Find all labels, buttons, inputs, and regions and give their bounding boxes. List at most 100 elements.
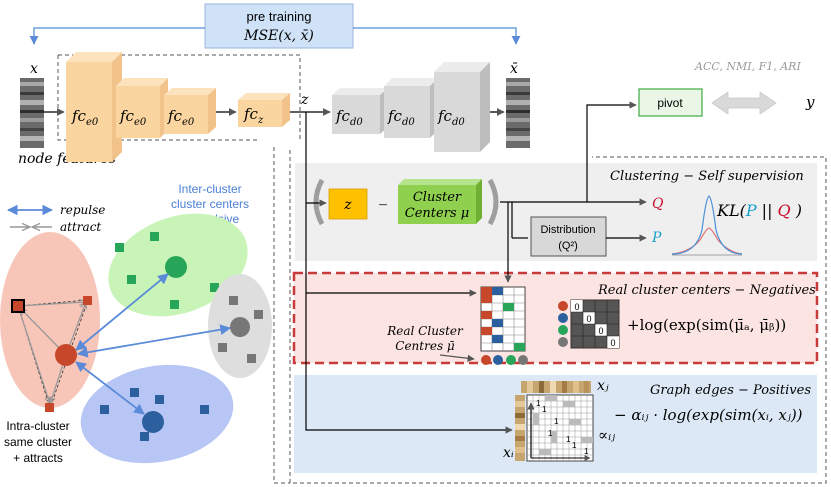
q-label: Q (652, 196, 664, 212)
svg-text:fcd0: fcd0 (335, 107, 363, 128)
clustering-minus: − (378, 197, 387, 214)
clustering-title: Clustering − Self supervision (610, 169, 804, 184)
output-xbar-label: x̄ (510, 61, 518, 77)
decoder-layer-3-sub: d0 (452, 117, 465, 128)
encoder-layer-1: fce0 (66, 52, 122, 162)
right-dashed-frame (289, 150, 827, 484)
blue-cluster (80, 364, 234, 464)
legend: repulse attract (6, 203, 105, 234)
encoder-layer-2: fce0 (116, 78, 168, 138)
pretraining-title: pre training (246, 9, 311, 24)
p-label: P (651, 230, 662, 246)
negatives-formula: +log(exp(sim(μ̄ₐ, μ̄ᵦ)) (627, 316, 786, 334)
decoder-layer-2-sub: d0 (402, 117, 415, 128)
encoder-layer-3: fce0 (164, 88, 216, 134)
intra-cluster-line1: Intra-cluster (6, 419, 69, 433)
real-centres-matrix (480, 286, 528, 365)
pivot-box (638, 88, 703, 117)
encoder-layer-z-base: fc (243, 105, 259, 123)
adjacency-matrix: 1 1 1 1 1 1 1 (526, 394, 594, 462)
one-4: 1 (548, 429, 553, 438)
encoder-layer-z: fcz (238, 93, 290, 127)
zero-4: 0 (610, 338, 615, 348)
positives-formula: − αᵢⱼ · log(exp(sim(xᵢ, xⱼ)) (614, 406, 803, 424)
zero-3: 0 (598, 326, 603, 336)
clustering-z-box (328, 188, 368, 220)
pretraining-loss: MSE(x, x̄) (243, 28, 314, 44)
zero-1: 0 (574, 302, 579, 312)
inter-cluster-line2: cluster centers (171, 197, 249, 211)
kl-prefix: KL( (716, 201, 747, 220)
cluster-centers-line1: Cluster (413, 190, 462, 205)
cluster-centers-line2: Centers μ (405, 206, 469, 221)
kl-q: Q (778, 201, 791, 220)
one-5: 1 (566, 435, 571, 444)
decoder-layer-1: fcd0 (332, 88, 388, 134)
input-x-label: x (30, 61, 38, 77)
one-3: 1 (554, 417, 559, 426)
decoder-layer-2-base: fc (387, 107, 403, 125)
distribution-line1: Distribution (540, 224, 595, 236)
decoder-layer-3: fcd0 (434, 62, 490, 152)
repulse-label: repulse (60, 203, 105, 217)
connector-arrows (305, 101, 647, 434)
one-6: 1 (572, 441, 577, 450)
kl-p: P (745, 201, 757, 220)
real-centres-line2: Centres μ̄ (395, 339, 455, 353)
red-cluster (0, 232, 100, 412)
z-label: z (300, 92, 309, 108)
svg-text:fce0: fce0 (71, 107, 99, 128)
metrics-label: ACC, NMI, F1, ARI (694, 60, 801, 73)
output-features-strip (506, 78, 530, 148)
encoder-layer-2-sub: e0 (134, 117, 147, 128)
pretraining-group: pre training MSE(x, x̄) (29, 3, 521, 49)
xi-feature-strip (515, 395, 525, 461)
y-label: y (805, 93, 815, 111)
pretraining-box (204, 3, 354, 49)
real-centres-line1: Real Cluster (386, 324, 464, 338)
distribution-box (530, 216, 607, 257)
negatives-title: Real cluster centers − Negatives (597, 283, 816, 298)
alpha-label: ∝ᵢⱼ (598, 426, 615, 444)
repulse-arrows (75, 273, 232, 415)
decoder-layer-3-base: fc (437, 107, 453, 125)
encoder-layer-2-base: fc (119, 107, 135, 125)
clustering-z-label: z (343, 197, 352, 213)
inter-cluster-line1: Inter-cluster (178, 182, 241, 196)
decoder-layer-1-base: fc (335, 107, 351, 125)
one-7: 1 (584, 447, 589, 456)
xi-label: xᵢ (503, 445, 514, 461)
zero-2: 0 (586, 314, 591, 324)
decoder-layer-1-sub: d0 (350, 117, 363, 128)
gray-cluster (208, 274, 272, 378)
encoder-layer-1-base: fc (71, 107, 87, 125)
svg-text:fce0: fce0 (167, 107, 195, 128)
cluster-centers-box (398, 179, 482, 224)
encoder-layer-z-sub: z (257, 115, 264, 126)
kl-formula: KL(P || Q ) (716, 201, 802, 220)
xj-label: xⱼ (597, 378, 609, 394)
distribution-line2: (Q²) (558, 240, 578, 252)
negatives-panel (292, 271, 819, 365)
encoder-layer-3-sub: e0 (182, 117, 195, 128)
one-2: 1 (542, 405, 547, 414)
positives-title: Graph edges − Positives (650, 383, 811, 398)
input-features-strip (20, 78, 44, 148)
xj-feature-strip (521, 381, 591, 393)
pivot-double-arrow (711, 91, 777, 115)
svg-text:fce0: fce0 (119, 107, 147, 128)
distribution-curves (671, 195, 743, 256)
kl-suffix: ) (791, 201, 802, 220)
one-1: 1 (536, 399, 541, 408)
center-similarity-matrix: 0 0 0 0 (558, 299, 620, 349)
svg-text:fcd0: fcd0 (437, 107, 465, 128)
encoder-layer-3-base: fc (167, 107, 183, 125)
decoder-layer-2: fcd0 (384, 78, 438, 138)
encoder-dashed-frame (57, 54, 301, 141)
svg-text:fcz: fcz (243, 105, 264, 126)
kl-mid: || (757, 201, 778, 220)
encoder-layer-1-sub: e0 (86, 117, 99, 128)
intra-cluster-line3: + attracts (13, 451, 63, 465)
svg-text:fcd0: fcd0 (387, 107, 415, 128)
